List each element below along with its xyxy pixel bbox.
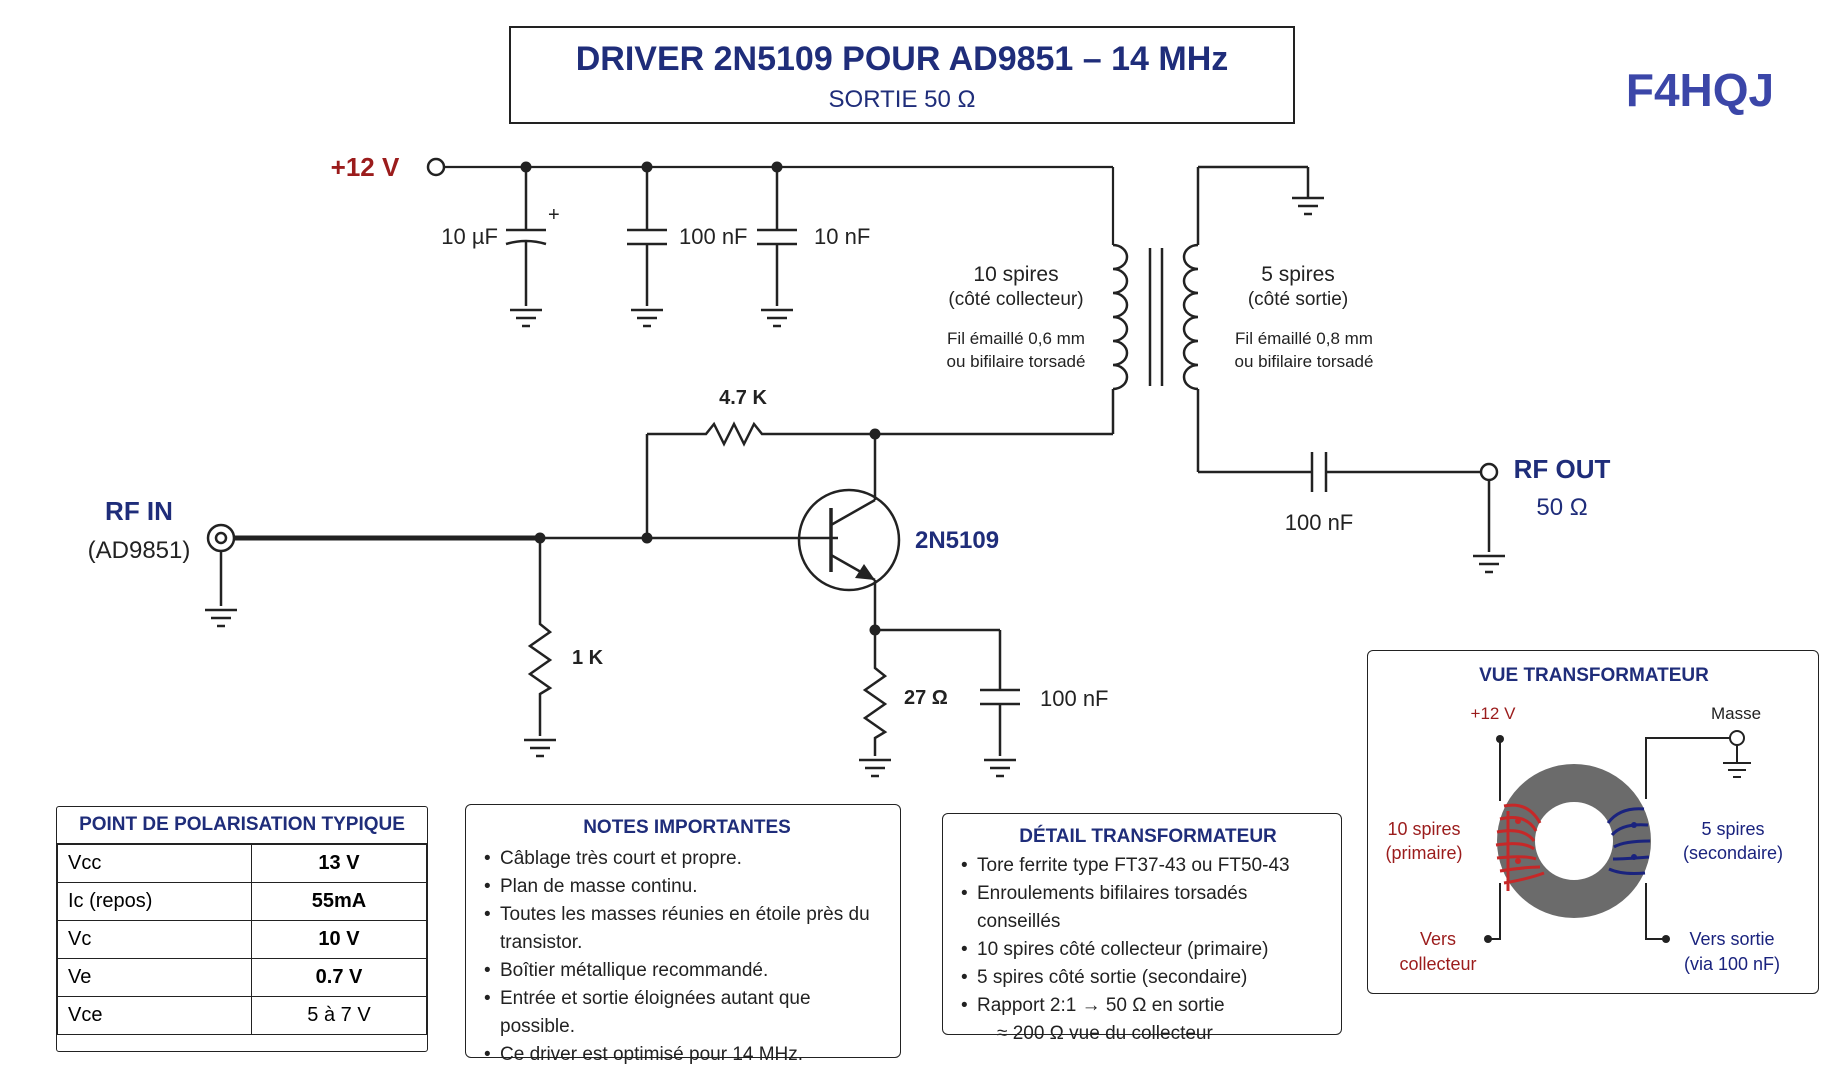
primary-side: (côté collecteur) xyxy=(948,289,1083,310)
list-item: 10 spires côté collecteur (primaire) xyxy=(961,936,1335,964)
list-item: Boîtier métallique recommandé. xyxy=(484,957,890,985)
secondary-side: (côté sortie) xyxy=(1248,289,1348,310)
primary-turns-view: 10 spires xyxy=(1387,819,1460,839)
to-output-label-1: Vers sortie xyxy=(1689,929,1774,949)
rf-out-label: RF OUT xyxy=(1514,454,1611,484)
capacitor-10nf-label: 10 nF xyxy=(814,224,870,249)
notes-panel: NOTES IMPORTANTES Câblage très court et … xyxy=(465,804,901,1069)
secondary-winding xyxy=(1606,807,1651,875)
bias-param: Ve xyxy=(57,958,252,997)
transformer-view-panel: VUE TRANSFORMATEUR +12 V Masse xyxy=(1367,650,1819,994)
capacitor-10uf xyxy=(505,167,547,328)
list-item: Enroulements bifilaires torsadés conseil… xyxy=(961,880,1335,936)
rf-out-terminal xyxy=(1479,462,1499,482)
list-item: 5 spires côté sortie (secondaire) xyxy=(961,964,1335,992)
list-item: Toutes les masses réunies en étoile près… xyxy=(484,901,890,957)
bias-param: Ic (repos) xyxy=(57,882,252,921)
base-resistor-label: 1 K xyxy=(572,647,604,669)
transistor-label: 2N5109 xyxy=(915,527,999,554)
primary-winding xyxy=(1495,803,1545,891)
emitter-circuit xyxy=(857,628,1020,778)
to-collector-label-1: Vers xyxy=(1420,929,1456,949)
primary-turns: 10 spires xyxy=(973,263,1058,286)
supply-pin-label: +12 V xyxy=(1471,704,1517,723)
primary-role-view: (primaire) xyxy=(1385,843,1462,863)
secondary-role-view: (secondaire) xyxy=(1683,843,1783,863)
list-item: Tore ferrite type FT37-43 ou FT50-43 xyxy=(961,852,1335,880)
bias-value: 13 V xyxy=(251,844,427,883)
transformer-view-title: VUE TRANSFORMATEUR xyxy=(1479,665,1709,686)
list-item: Rapport 2:1 → 50 Ω en sortie xyxy=(961,992,1335,1020)
callsign: F4HQJ xyxy=(1626,64,1774,116)
capacitor-10uf-polarity: + xyxy=(548,204,560,226)
notes-list: Câblage très court et propre. Plan de ma… xyxy=(484,845,890,1069)
capacitor-10nf xyxy=(757,167,797,328)
toroid-drawing: VUE TRANSFORMATEUR +12 V Masse xyxy=(1385,665,1783,974)
output-capacitor-label: 100 nF xyxy=(1285,510,1354,535)
capacitor-100nf xyxy=(627,167,667,328)
capacitor-10uf-label: 10 µF xyxy=(441,224,498,249)
page-title: DRIVER 2N5109 POUR AD9851 – 14 MHz xyxy=(576,40,1229,78)
bias-value: 5 à 7 V xyxy=(251,996,427,1035)
list-item: ≈ 200 Ω vue du collecteur xyxy=(997,1023,1213,1044)
list-item: Plan de masse continu. xyxy=(484,873,890,901)
feedback-resistor-label: 4.7 K xyxy=(719,387,767,409)
list-item: Entrée et sortie éloignées autant que po… xyxy=(484,985,890,1041)
transformer-symbol xyxy=(1111,165,1507,574)
secondary-wire-1: Fil émaillé 0,8 mm xyxy=(1235,329,1373,348)
bias-param: Vcc xyxy=(57,844,252,883)
supply-terminal xyxy=(426,157,446,177)
primary-wire-2: ou bifilaire torsadé xyxy=(947,352,1086,371)
bias-value: 55mA xyxy=(251,882,427,921)
bias-point-title: POINT DE POLARISATION TYPIQUE xyxy=(57,807,427,844)
bias-value: 10 V xyxy=(251,920,427,959)
rf-in-label: RF IN xyxy=(105,496,173,526)
transformer-detail-panel: DÉTAIL TRANSFORMATEUR Tore ferrite type … xyxy=(942,813,1342,1044)
notes-title: NOTES IMPORTANTES xyxy=(583,817,791,838)
secondary-turns-view: 5 spires xyxy=(1701,819,1764,839)
bias-param: Vce xyxy=(57,996,252,1035)
supply-label: +12 V xyxy=(331,152,400,182)
list-item: Ce driver est optimisé pour 14 MHz. xyxy=(484,1041,890,1069)
bias-param: Vc xyxy=(57,920,252,959)
bias-value: 0.7 V xyxy=(251,958,427,997)
title-box xyxy=(509,26,1295,124)
transistor-2n5109 xyxy=(797,488,901,630)
rf-out-impedance: 50 Ω xyxy=(1536,494,1587,521)
to-collector-label-2: collecteur xyxy=(1399,954,1476,974)
list-item: Câblage très court et propre. xyxy=(484,845,890,873)
emitter-arrow xyxy=(855,564,875,580)
page-subtitle: SORTIE 50 Ω xyxy=(829,86,976,113)
collector-circuit xyxy=(645,421,1113,538)
table-row: Ic (repos)55mA xyxy=(57,882,427,921)
emitter-resistor-label: 27 Ω xyxy=(904,687,948,709)
transformer-detail-title: DÉTAIL TRANSFORMATEUR xyxy=(1019,826,1277,847)
ground-pin-label: Masse xyxy=(1711,704,1761,723)
emitter-capacitor-label: 100 nF xyxy=(1040,686,1109,711)
rf-in-source: (AD9851) xyxy=(88,537,191,564)
to-output-label-2: (via 100 nF) xyxy=(1684,954,1780,974)
transformer-detail-list: Tore ferrite type FT37-43 ou FT50-43 Enr… xyxy=(961,852,1335,1048)
secondary-turns: 5 spires xyxy=(1261,263,1335,286)
capacitor-100nf-label: 100 nF xyxy=(679,224,748,249)
secondary-wire-2: ou bifilaire torsadé xyxy=(1235,352,1374,371)
input-circuit xyxy=(203,535,838,758)
primary-wire-1: Fil émaillé 0,6 mm xyxy=(947,329,1085,348)
